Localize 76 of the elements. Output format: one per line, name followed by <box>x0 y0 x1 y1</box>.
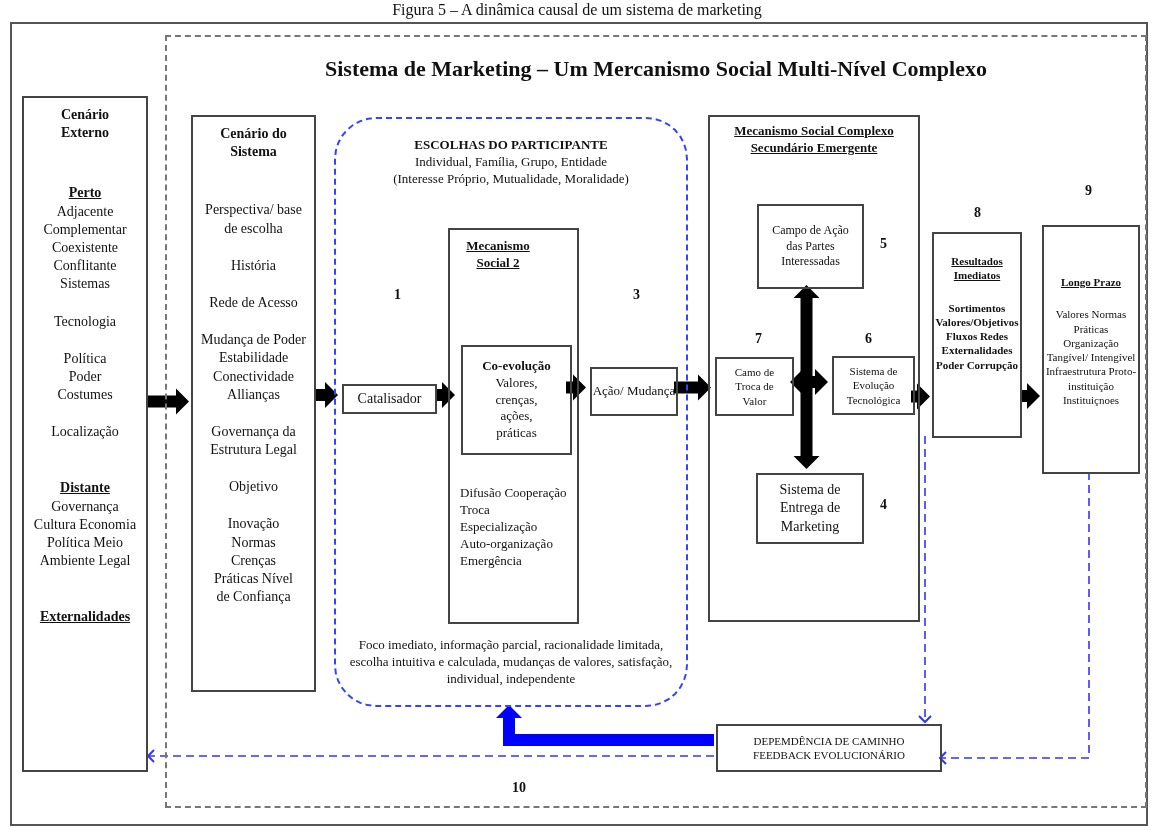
process-box <box>716 724 942 772</box>
block-arrow <box>1020 383 1040 409</box>
callout-number: 10 <box>512 780 526 796</box>
process-box <box>448 228 579 624</box>
callout-number: 9 <box>1085 183 1092 199</box>
text: Sortimentos Valores/Objetivos Fluxos Redes Externalidades Poder Corrupção <box>934 300 1020 373</box>
dashed-arrow <box>147 749 715 763</box>
text: Política Poder Costumes <box>56 349 114 405</box>
process-box <box>757 204 864 289</box>
figure-title: Figura 5 – A dinâmica causal de um sistema de marketing <box>391 0 763 20</box>
text: Camo de Troca de Valor <box>733 365 776 408</box>
callout-number: 1 <box>394 287 401 303</box>
text: (Interesse Próprio, Mutualidade, Moralidade) <box>393 170 629 188</box>
process-box <box>590 367 678 416</box>
text: Ação/ Mudança <box>592 383 676 400</box>
text: Campo de Ação das Partes Interessadas <box>771 223 850 270</box>
callout-number: 7 <box>755 331 762 347</box>
block-arrow <box>793 285 820 469</box>
text: Tecnologia <box>54 312 116 331</box>
process-box <box>832 356 915 415</box>
text: Foco imediato, informação parcial, racionalidade limitada, escolha intuitiva e calculada, mudanças de valores, satisfação, individual, independente <box>348 637 674 688</box>
process-box <box>461 345 572 455</box>
dashed-arrow <box>918 435 932 723</box>
group-frame <box>334 117 688 707</box>
text: Localização <box>51 423 119 442</box>
block-arrow <box>674 374 711 401</box>
panel <box>22 96 148 772</box>
text: Mecanismo Social Complexo Secundário Emergente <box>733 123 895 157</box>
block-arrow <box>314 382 338 408</box>
heading: Co-evolução <box>482 357 551 375</box>
block-arrow <box>566 374 586 401</box>
text: Perspectiva/ base de escolha <box>204 201 303 238</box>
text: Individual, Família, Grupo, Entidade <box>414 153 608 171</box>
text: Valores Normas Práticas Organização Tangível/ Intengível Infraestrutura Proto-instituição Instituiçnoes <box>1045 307 1137 408</box>
callout-number: 8 <box>974 205 981 221</box>
heading: Resultados Imediatos <box>950 254 1004 283</box>
text: Externalidades <box>39 608 131 627</box>
process-box <box>715 357 794 416</box>
callout-number: 6 <box>865 331 872 347</box>
process-box <box>756 473 864 544</box>
block-arrow <box>496 705 714 746</box>
callout-number: 3 <box>633 287 640 303</box>
text: Governança Cultura Economia Política Meio Ambiente Legal <box>32 497 138 571</box>
heading: ESCOLHAS DO PARTICIPANTE <box>414 137 608 154</box>
text: Sistema de Evolução Tecnológica <box>845 364 902 407</box>
text: Mudança de Poder Estabilidade Conectividade Allianças <box>201 331 306 404</box>
text: Catalisador <box>357 389 422 408</box>
text: Difusão Cooperação Troca Especialização Auto-organização Emergência <box>460 485 568 570</box>
text: Inovação Normas Crenças Práticas Nível de Confiança <box>213 515 294 607</box>
group-frame <box>708 115 920 622</box>
text: Sistema de Entrega de Marketing <box>778 481 842 536</box>
block-arrow <box>148 388 189 415</box>
heading: Longo Prazo <box>1060 275 1122 290</box>
block-arrow <box>790 369 828 395</box>
dashed-arrow <box>939 471 1090 765</box>
heading: Cenário do Sistema <box>219 125 288 162</box>
callout-number: 5 <box>880 236 887 252</box>
heading: Mecanismo Social 2 <box>465 238 531 272</box>
process-box <box>342 384 437 414</box>
text: Objetivo <box>229 478 278 497</box>
text: Sistema de Marketing – Um Mercanismo Social Multi-Nível Complexo <box>325 55 987 83</box>
panel <box>191 115 316 692</box>
text: Adjacente Complementar Coexistente Conflitante Sistemas <box>42 202 128 294</box>
panel <box>932 232 1022 438</box>
group-frame <box>165 35 1147 808</box>
heading: Cenário Externo <box>59 106 111 143</box>
panel <box>1042 225 1140 474</box>
callout-number: 4 <box>880 497 887 513</box>
text: Governança da Estrutura Legal <box>209 422 298 460</box>
text: História <box>230 256 277 275</box>
text: Valores, crenças, ações, práticas <box>494 374 539 443</box>
text: Rede de Acesso <box>209 293 298 312</box>
block-arrow <box>911 383 930 410</box>
text: DEPEMDÊNCIA DE CAMINHO FEEDBACK EVOLUCIONÁRIO <box>752 733 906 763</box>
text: Distante <box>60 479 110 498</box>
text: Perto <box>68 184 102 203</box>
